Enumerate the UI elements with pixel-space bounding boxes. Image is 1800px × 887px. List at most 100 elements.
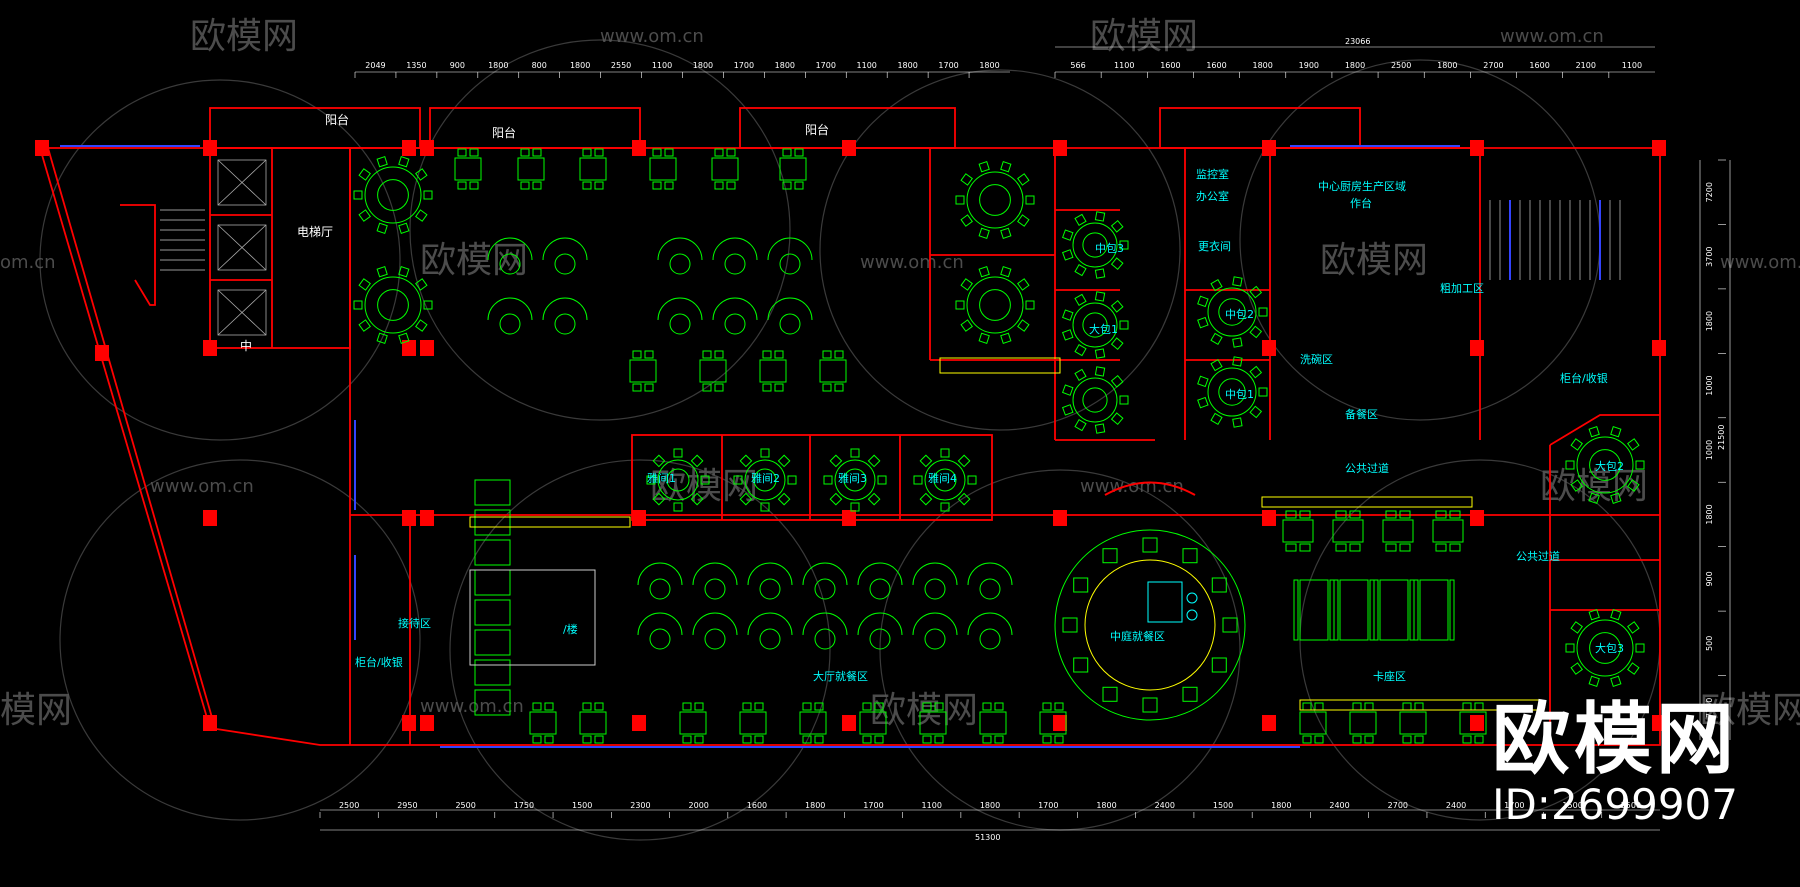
dimension-value: 1600 (1160, 61, 1180, 70)
atrium-seat (1182, 548, 1198, 564)
round-table (1061, 366, 1129, 434)
booth-seat (747, 612, 793, 650)
bar-counter (469, 569, 596, 666)
watermark-brand-fragment: 模网 (0, 690, 72, 731)
dimension-value: 1500 (1213, 801, 1233, 810)
label-corridor-right: 公共过道 (1516, 549, 1560, 563)
dimension-value: 1800 (488, 61, 508, 70)
label-prep-area: 粗加工区 (1440, 282, 1484, 295)
label-private-room-1: 雅间1 (647, 471, 676, 485)
round-table (353, 156, 433, 234)
atrium-seat (1102, 686, 1118, 702)
dimension-value: 1100 (857, 61, 877, 70)
dimension-value: 2000 (689, 801, 709, 810)
square-table (779, 148, 807, 190)
watermark-brand: 欧模网 (420, 240, 528, 281)
square-table (1459, 702, 1487, 744)
dimension-value: 2500 (455, 801, 475, 810)
square-table (859, 702, 887, 744)
label-private-small-2: 中包2 (1225, 308, 1254, 321)
round-table (913, 448, 977, 512)
dimension-value: 1350 (406, 61, 426, 70)
cabinet-unit (474, 479, 511, 506)
label-mid: 中 (240, 338, 252, 353)
square-table (979, 702, 1007, 744)
dimension-value: 1800 (1253, 61, 1273, 70)
round-table (955, 161, 1035, 239)
round-table (955, 266, 1035, 344)
label-kitchen: 中心厨房生产区域 (1318, 179, 1406, 193)
dimension-value: 2049 (365, 61, 385, 70)
elevators (217, 159, 267, 336)
square-table (919, 702, 947, 744)
booth-seat (747, 562, 793, 600)
booth-seat (657, 237, 703, 275)
round-table (1061, 211, 1129, 279)
square-table (1332, 510, 1364, 552)
dimension-value: 900 (1705, 571, 1714, 586)
atrium-seat (1073, 657, 1089, 673)
dimension-value: 7200 (1705, 182, 1714, 202)
square-table (1432, 510, 1464, 552)
booth-seat (637, 612, 683, 650)
square-table (799, 702, 827, 744)
dimension-value: 566 (1070, 61, 1085, 70)
round-table (1061, 291, 1129, 359)
booth-seat (487, 237, 533, 275)
booth-seat (857, 562, 903, 600)
booth-seat (967, 562, 1013, 600)
watermark-url: www.om.cn (420, 696, 524, 717)
atrium-seat (1211, 577, 1227, 593)
dimension-value: 1800 (897, 61, 917, 70)
dimension-value: 1800 (979, 61, 999, 70)
square-table (454, 148, 482, 190)
dimension-value: 1800 (775, 61, 795, 70)
dimension-value: 1800 (1345, 61, 1365, 70)
dimension-value: 2400 (1155, 801, 1175, 810)
dimension-value: 1700 (816, 61, 836, 70)
label-balcony-2: 阳台 (492, 125, 516, 140)
label-private-small-1: 中包1 (1225, 388, 1254, 401)
dimension-value: 1600 (747, 801, 767, 810)
label-main-hall: 大厅就餐区 (813, 669, 868, 683)
brand-logo-name: 欧模网 (1491, 695, 1738, 785)
dimension-value: 1900 (1299, 61, 1319, 70)
dimension-top-total: 23066 (1345, 37, 1370, 46)
label-cashier-left: 柜台/收银 (355, 655, 403, 669)
cabinet-unit (474, 509, 511, 536)
atrium-seat (1142, 697, 1158, 713)
square-table (699, 350, 727, 392)
label-corridor-top: 公共过道 (1345, 461, 1389, 475)
label-balcony-3: 阳台 (805, 122, 829, 137)
booth-seat (542, 237, 588, 275)
watermark-url-fragment: om.cn (0, 252, 56, 273)
watermark-url: www.om.cn (1720, 252, 1800, 273)
label-private-room-2: 雅间2 (751, 471, 780, 485)
dimension-value: 1800 (980, 801, 1000, 810)
square-table (679, 702, 707, 744)
booth-seat (712, 297, 758, 335)
booth-seat (657, 297, 703, 335)
booth-seat (912, 612, 958, 650)
dimension-value: 1800 (805, 801, 825, 810)
label-console: 作台 (1350, 196, 1372, 210)
square-table (1039, 702, 1067, 744)
dimension-value: 1800 (1271, 801, 1291, 810)
square-table (1349, 702, 1377, 744)
atrium-seat (1142, 537, 1158, 553)
dimension-value: 2500 (1621, 801, 1641, 810)
booth-seat (767, 297, 813, 335)
round-table (1197, 356, 1268, 428)
cabinet-unit (474, 659, 511, 686)
dimension-value: 1500 (572, 801, 592, 810)
dimension-value: 1000 (1705, 440, 1714, 460)
square-table (629, 350, 657, 392)
round-table (1197, 276, 1268, 348)
cabinet-unit (474, 569, 511, 596)
square-table (1399, 702, 1427, 744)
label-slash: /楼 (563, 622, 578, 636)
label-private-big-3: 大包3 (1595, 641, 1624, 655)
dimension-value: 1800 (1096, 801, 1116, 810)
